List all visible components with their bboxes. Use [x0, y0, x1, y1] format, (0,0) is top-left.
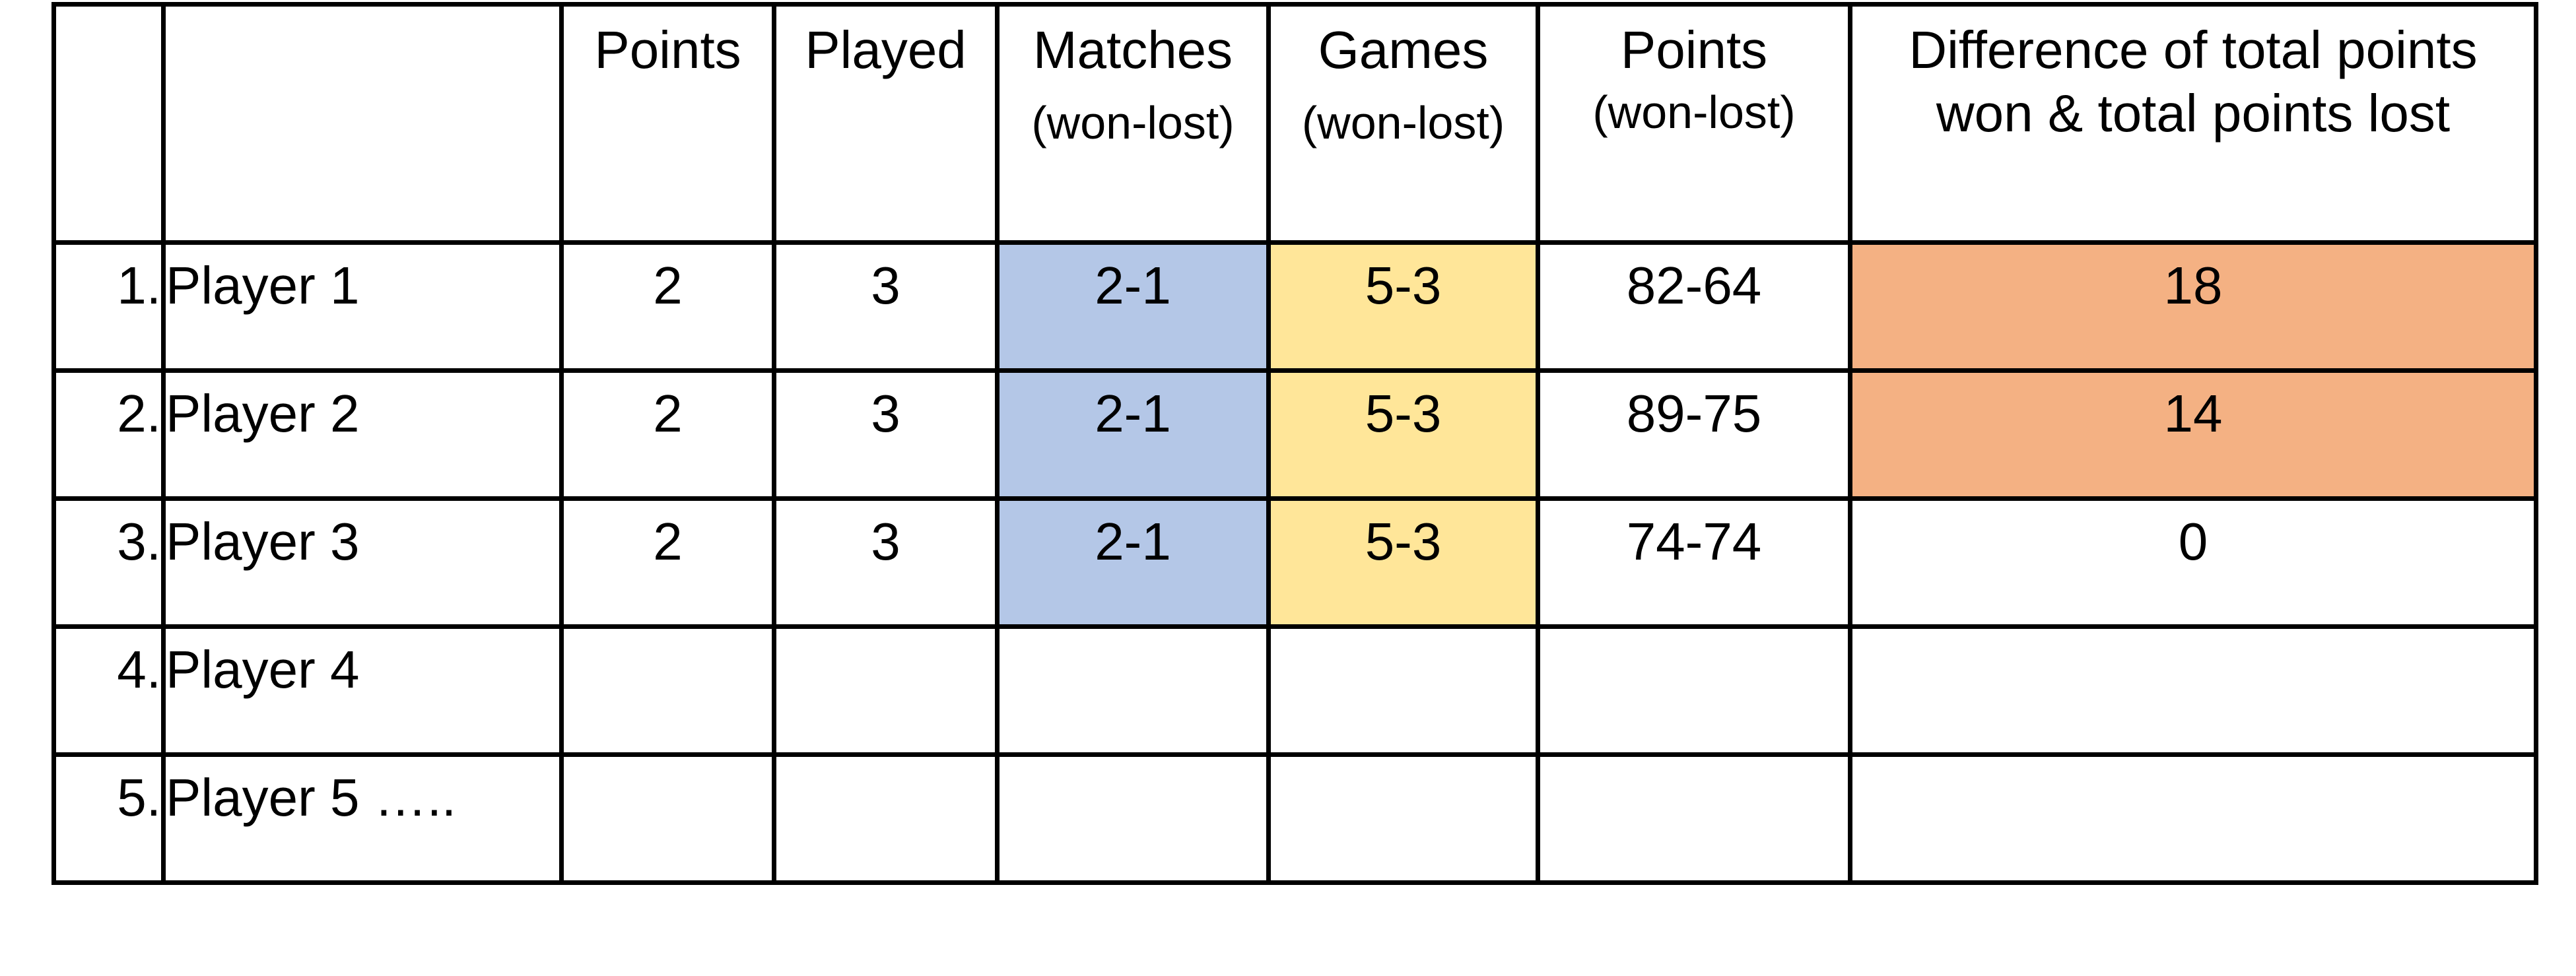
played-cell — [772, 752, 1000, 885]
difference-cell — [1848, 624, 2538, 757]
header-points-won-lost-label: Points — [1620, 20, 1768, 79]
header-player — [161, 2, 564, 245]
header-matches: Matches (won-lost) — [995, 2, 1271, 245]
header-played-label: Played — [805, 20, 966, 79]
header-difference-line1: Difference of total points — [1909, 20, 2478, 79]
points-cell: 2 — [559, 240, 776, 373]
header-played: Played — [772, 2, 1000, 245]
points-won-lost-cell: 82-64 — [1536, 240, 1852, 373]
played-cell: 3 — [772, 496, 1000, 629]
games-cell — [1266, 752, 1540, 885]
header-matches-label: Matches — [1033, 20, 1233, 79]
games-cell: 5-3 — [1266, 368, 1540, 501]
header-points: Points — [559, 2, 776, 245]
difference-cell: 0 — [1848, 496, 2538, 629]
points-won-lost-cell: 89-75 — [1536, 368, 1852, 501]
player-name-cell: Player 5 ….. — [161, 752, 564, 885]
standings-table: Points Played Matches (won-lost) Games (… — [51, 2, 2538, 885]
player-name-cell: Player 1 — [161, 240, 564, 373]
table-row: 3. Player 3 2 3 2-1 5-3 74-74 0 — [51, 496, 2538, 629]
header-difference-line2: won & total points lost — [1936, 84, 2451, 143]
played-cell: 3 — [772, 240, 1000, 373]
rank-cell: 4. — [51, 624, 166, 757]
table-header-row: Points Played Matches (won-lost) Games (… — [51, 2, 2538, 245]
points-won-lost-cell — [1536, 624, 1852, 757]
matches-cell — [995, 752, 1271, 885]
rank-cell: 1. — [51, 240, 166, 373]
header-matches-sub: (won-lost) — [1031, 97, 1235, 148]
header-difference: Difference of total points won & total p… — [1848, 2, 2538, 245]
games-cell: 5-3 — [1266, 496, 1540, 629]
points-cell — [559, 624, 776, 757]
player-name-cell: Player 2 — [161, 368, 564, 501]
header-points-won-lost: Points (won-lost) — [1536, 2, 1852, 245]
header-rank — [51, 2, 166, 245]
header-points-won-lost-sub: (won-lost) — [1592, 86, 1796, 138]
matches-cell — [995, 624, 1271, 757]
table-row: 5. Player 5 ….. — [51, 752, 2538, 885]
points-cell: 2 — [559, 368, 776, 501]
table-row: 1. Player 1 2 3 2-1 5-3 82-64 18 — [51, 240, 2538, 373]
points-won-lost-cell: 74-74 — [1536, 496, 1852, 629]
header-points-label: Points — [594, 20, 741, 79]
points-cell — [559, 752, 776, 885]
header-games-label: Games — [1318, 20, 1489, 79]
games-cell — [1266, 624, 1540, 757]
player-name-cell: Player 4 — [161, 624, 564, 757]
table-row: 2. Player 2 2 3 2-1 5-3 89-75 14 — [51, 368, 2538, 501]
rank-cell: 3. — [51, 496, 166, 629]
games-cell: 5-3 — [1266, 240, 1540, 373]
matches-cell: 2-1 — [995, 496, 1271, 629]
matches-cell: 2-1 — [995, 240, 1271, 373]
points-won-lost-cell — [1536, 752, 1852, 885]
matches-cell: 2-1 — [995, 368, 1271, 501]
player-name-cell: Player 3 — [161, 496, 564, 629]
rank-cell: 5. — [51, 752, 166, 885]
points-cell: 2 — [559, 496, 776, 629]
played-cell — [772, 624, 1000, 757]
difference-cell — [1848, 752, 2538, 885]
table-row: 4. Player 4 — [51, 624, 2538, 757]
difference-cell: 14 — [1848, 368, 2538, 501]
header-games: Games (won-lost) — [1266, 2, 1540, 245]
played-cell: 3 — [772, 368, 1000, 501]
difference-cell: 18 — [1848, 240, 2538, 373]
rank-cell: 2. — [51, 368, 166, 501]
header-games-sub: (won-lost) — [1301, 97, 1505, 148]
